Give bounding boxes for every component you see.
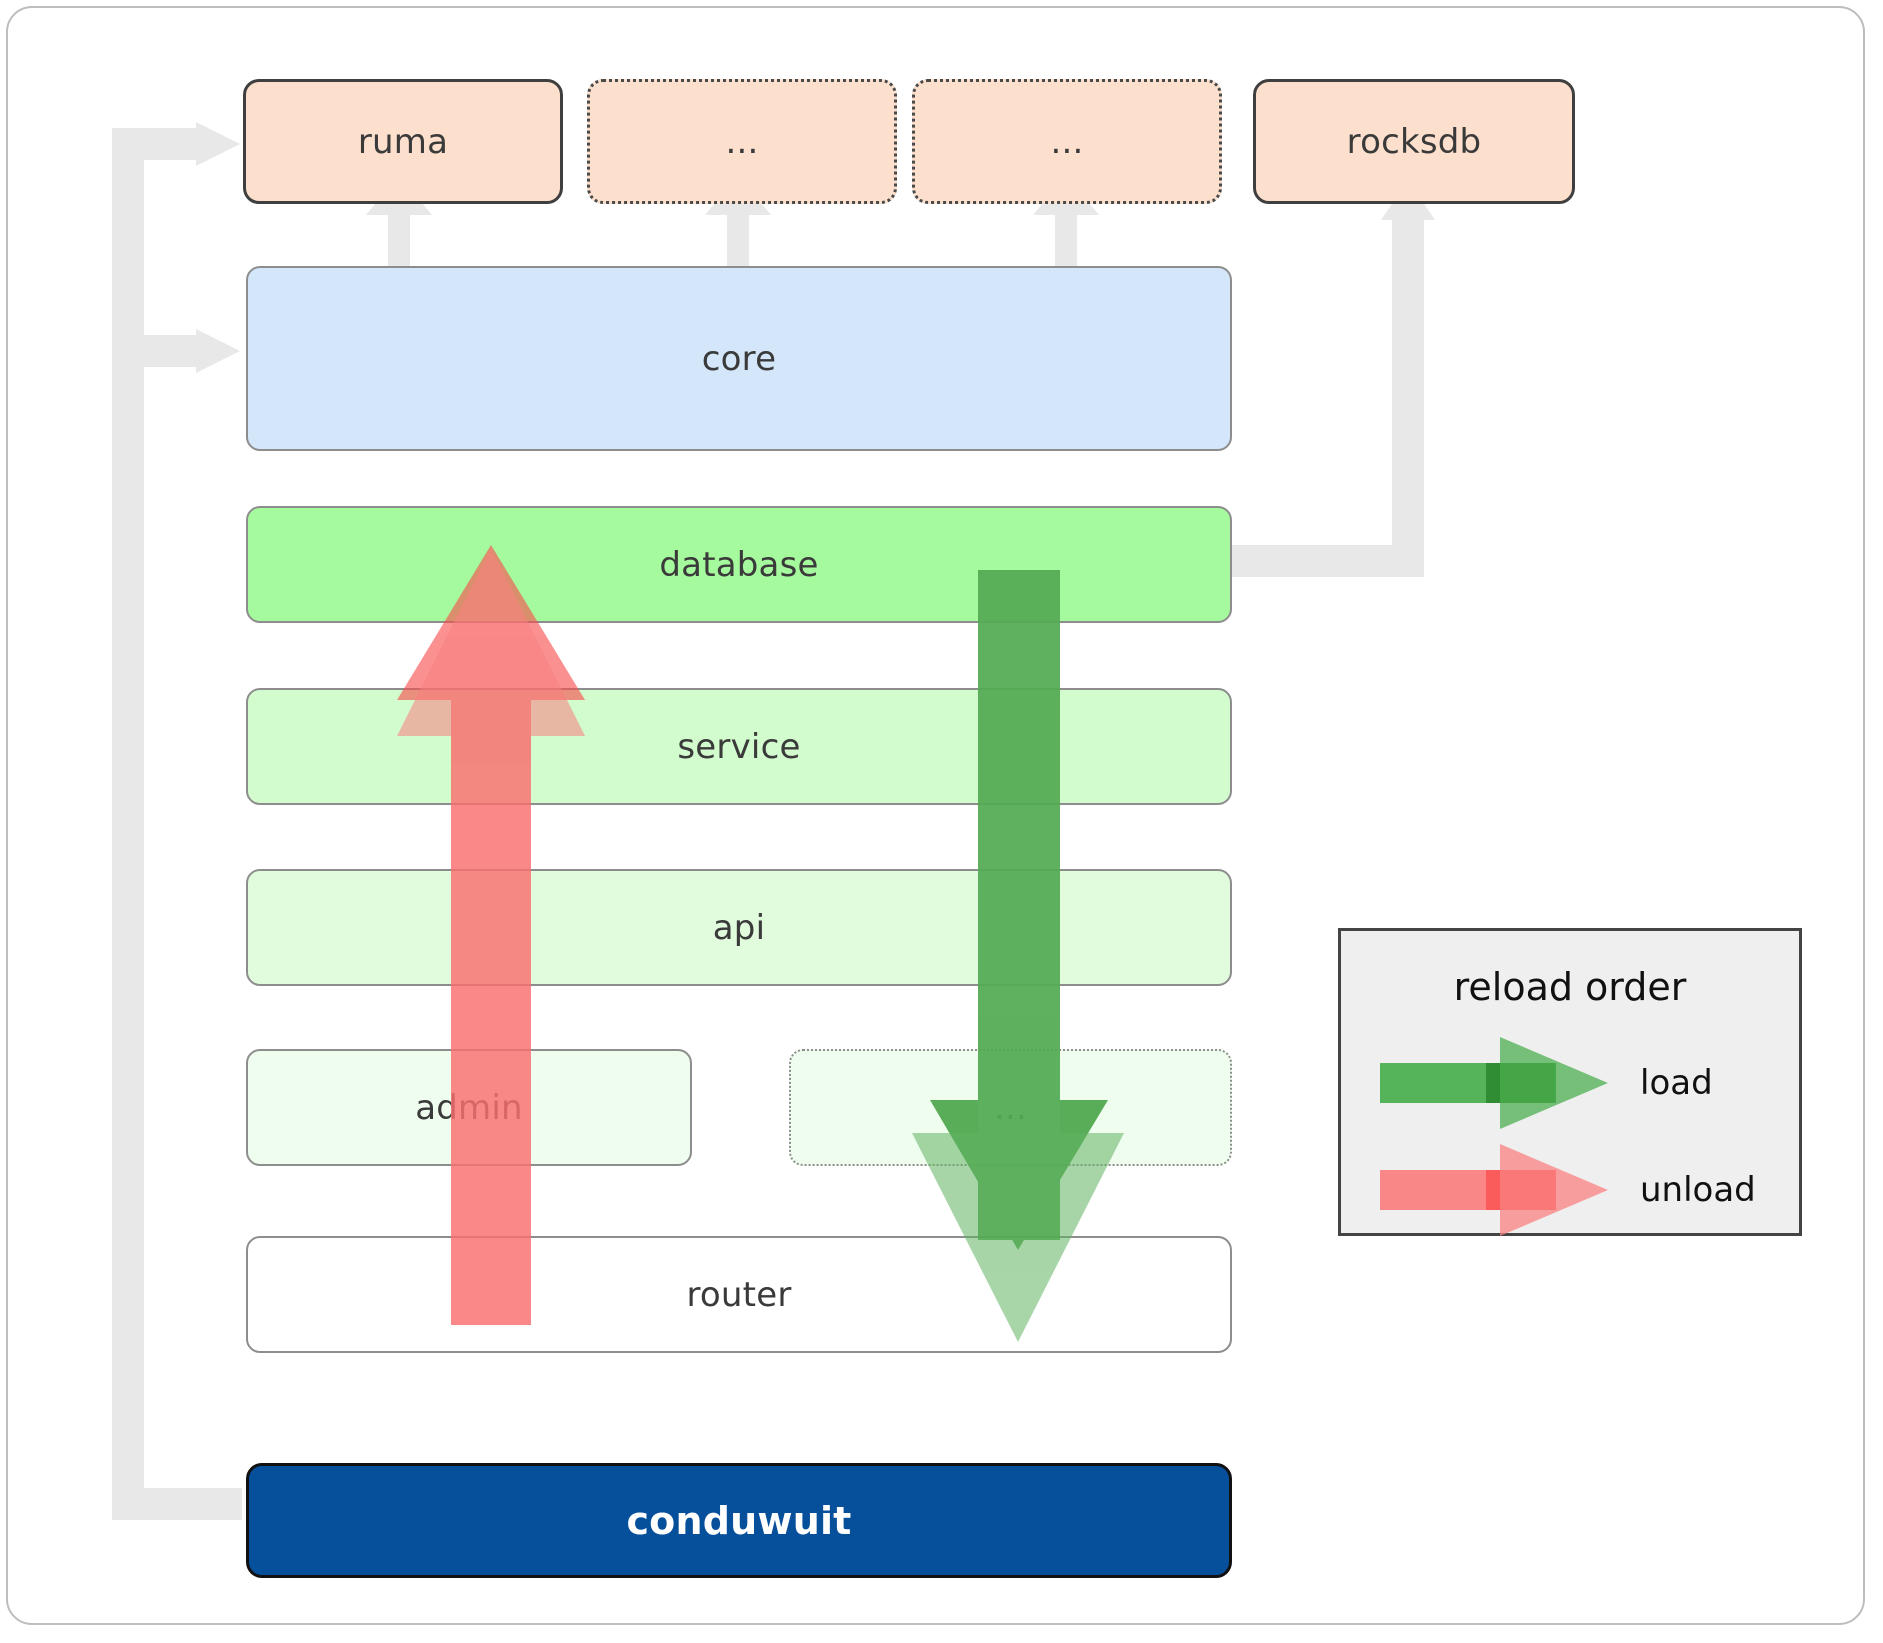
legend-label-unload: unload [1640, 1170, 1756, 1210]
node-dots-top-2-label: ... [1050, 121, 1084, 162]
load-arrow-big-outer [912, 570, 1124, 1342]
node-ruma-label: ruma [357, 121, 449, 162]
node-ruma[interactable]: ruma [243, 79, 563, 204]
arrowhead-to-core [196, 329, 240, 373]
connector-left-spine [112, 128, 242, 1520]
legend-label-load: load [1640, 1063, 1713, 1103]
legend-unload-arrow [1380, 1144, 1608, 1236]
node-router[interactable]: router [246, 1236, 1232, 1353]
node-rocksdb[interactable]: rocksdb [1253, 79, 1575, 204]
node-rocksdb-label: rocksdb [1346, 121, 1482, 162]
arrowhead-to-ruma [196, 122, 240, 166]
node-conduwuit-label: conduwuit [626, 1498, 852, 1543]
node-service-label: service [677, 726, 801, 767]
node-api-label: api [712, 907, 766, 948]
node-conduwuit[interactable]: conduwuit [246, 1463, 1232, 1578]
node-dots-top-1[interactable]: ... [587, 79, 897, 204]
node-service[interactable]: service [246, 688, 1232, 805]
node-dots-top-1-label: ... [725, 121, 759, 162]
unload-arrow-big-outer [397, 548, 585, 1325]
node-database[interactable]: database [246, 506, 1232, 623]
node-api[interactable]: api [246, 869, 1232, 986]
node-core[interactable]: core [246, 266, 1232, 451]
node-database-label: database [659, 544, 819, 585]
legend-title: reload order [1453, 965, 1687, 1009]
node-router-label: router [686, 1274, 792, 1315]
node-dots-top-2[interactable]: ... [912, 79, 1222, 204]
node-core-label: core [701, 338, 777, 379]
legend-load-arrow [1380, 1037, 1608, 1129]
